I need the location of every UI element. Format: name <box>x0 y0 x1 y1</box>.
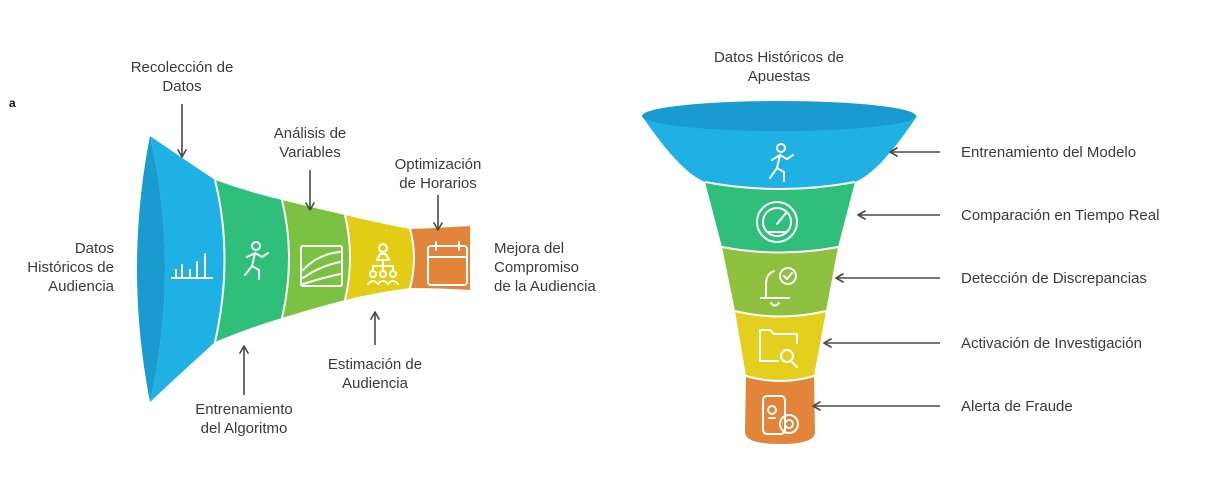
phone-alert-icon <box>762 395 799 435</box>
funnel-segment-4 <box>345 215 414 300</box>
bar-chart-icon <box>171 253 213 279</box>
funnel-top-rim <box>642 101 916 131</box>
funnel-stage-3 <box>722 247 838 317</box>
left-funnel-start-label: Datos Históricos de Audiencia <box>27 240 114 295</box>
funnel-mouth <box>137 136 165 402</box>
left-funnel <box>137 136 470 402</box>
gauge-icon <box>756 201 798 243</box>
right-arrows <box>812 147 940 411</box>
bell-check-icon <box>760 267 797 307</box>
left-funnel-end-label: Mejora del Compromiso de la Audiencia <box>494 240 596 295</box>
funnel-stage-2 <box>705 182 855 253</box>
annotation-entrenamiento: Entrenamiento del Algoritmo <box>195 401 293 437</box>
stage-label-1: Entrenamiento del Modelo <box>961 144 1137 161</box>
panel-label: a <box>9 96 16 110</box>
calendar-icon <box>427 241 468 286</box>
right-funnel-title: Datos Históricos de Apuestas <box>713 49 845 85</box>
stage-label-5: Alerta de Fraude <box>961 398 1073 415</box>
runner-icon <box>244 241 269 280</box>
funnel-segment-1 <box>150 136 225 402</box>
stage-label-3: Detección de Discrepancias <box>961 270 1147 287</box>
runner-icon <box>769 143 794 182</box>
annotation-recoleccion: Recolección de Datos <box>130 59 234 95</box>
funnel-segment-2 <box>215 180 289 342</box>
funnel-stage-4 <box>735 311 826 381</box>
annotation-estimacion: Estimación de Audiencia <box>327 356 423 392</box>
right-funnel <box>642 101 917 444</box>
annotation-analisis: Análisis de Variables <box>273 125 347 161</box>
annotation-optimizacion: Optimización de Horarios <box>394 156 482 192</box>
area-chart-icon <box>300 245 343 287</box>
stage-label-4: Activación de Investigación <box>961 335 1142 352</box>
folder-search-icon <box>759 329 798 368</box>
stage-label-2: Comparación en Tiempo Real <box>961 207 1160 224</box>
team-icon <box>367 243 399 285</box>
left-arrows <box>177 104 443 395</box>
